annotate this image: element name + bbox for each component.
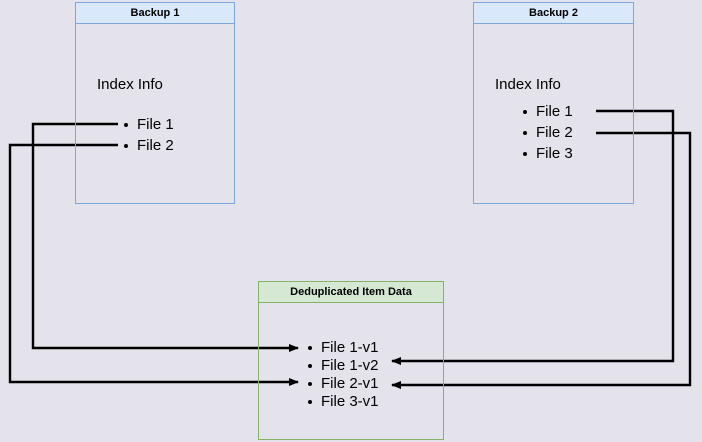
box-dedup-body: File 1-v1 File 1-v2 File 2-v1 File 3-v1 — [258, 303, 444, 440]
box-deduplicated-item-data[interactable]: Deduplicated Item Data File 1-v1 File 1-… — [258, 281, 444, 440]
box-dedup-title: Deduplicated Item Data — [258, 281, 444, 303]
list-item[interactable]: File 2-v1 — [306, 375, 379, 393]
list-item[interactable]: File 1 — [122, 114, 174, 135]
list-item[interactable]: File 2 — [122, 135, 174, 156]
box-backup1[interactable]: Backup 1 Index Info File 1 File 2 — [75, 2, 235, 204]
box-backup2-title: Backup 2 — [473, 2, 634, 24]
list-item[interactable]: File 1 — [521, 101, 573, 122]
list-item[interactable]: File 1-v2 — [306, 357, 379, 375]
list-item[interactable]: File 3-v1 — [306, 393, 379, 411]
box-backup2-body: Index Info File 1 File 2 File 3 — [473, 24, 634, 204]
box-backup2[interactable]: Backup 2 Index Info File 1 File 2 File 3 — [473, 2, 634, 204]
list-item[interactable]: File 3 — [521, 143, 573, 164]
box-backup1-file-list: File 1 File 2 — [122, 114, 174, 156]
list-item[interactable]: File 1-v1 — [306, 339, 379, 357]
box-dedup-file-list: File 1-v1 File 1-v2 File 2-v1 File 3-v1 — [306, 339, 379, 411]
box-backup1-title: Backup 1 — [75, 2, 235, 24]
list-item[interactable]: File 2 — [521, 122, 573, 143]
box-backup1-subtitle: Index Info — [97, 76, 163, 93]
box-backup2-subtitle: Index Info — [495, 76, 561, 93]
box-backup2-file-list: File 1 File 2 File 3 — [521, 101, 573, 164]
box-backup1-body: Index Info File 1 File 2 — [75, 24, 235, 204]
